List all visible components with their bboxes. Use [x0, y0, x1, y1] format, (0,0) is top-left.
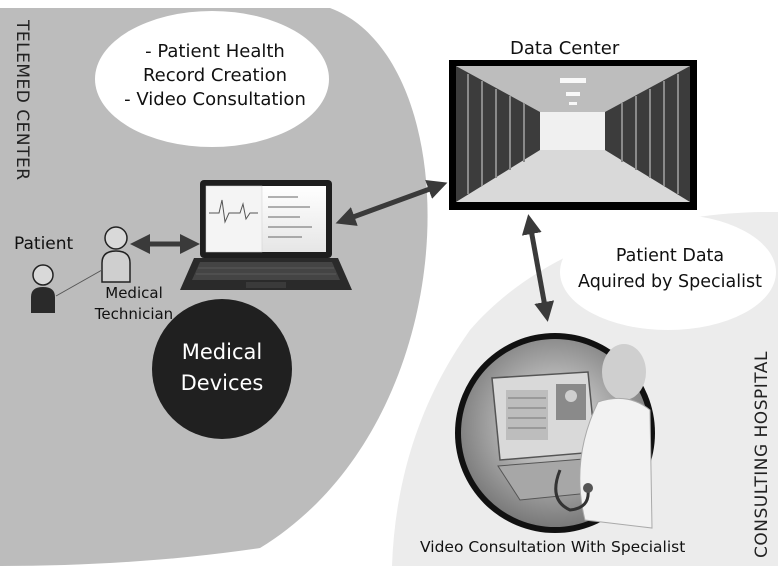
arrow-laptop-datacenter [335, 180, 448, 226]
services-line: - Patient Health [145, 41, 285, 62]
services-line: Record Creation [142, 65, 288, 86]
services-line: - Video Consultation [124, 89, 306, 110]
devices-line: Devices [180, 371, 264, 395]
technician-label: Medical Technician [89, 283, 179, 325]
patient-label: Patient [14, 234, 74, 254]
specialist-line: Patient Data [615, 246, 725, 266]
services-bubble [95, 11, 329, 147]
video-consultation-image [455, 333, 655, 533]
services-text: - Patient Health Record Creation - Video… [100, 40, 330, 112]
laptop-image [180, 180, 352, 290]
video-consultation-caption: Video Consultation With Specialist [420, 538, 686, 556]
technician-line: Technician [94, 305, 174, 323]
devices-line: Medical [181, 340, 263, 364]
technician-figure [101, 226, 131, 283]
specialist-bubble [560, 214, 776, 330]
technician-line: Medical [105, 284, 163, 302]
arrow-datacenter-hospital [521, 214, 555, 322]
data-center-title: Data Center [510, 38, 620, 59]
medical-devices-label: Medical Devices [150, 337, 294, 399]
medical-devices-circle [152, 299, 292, 439]
patient-figure [31, 264, 55, 313]
consulting-hospital-title: CONSULTING HOSPITAL [752, 351, 772, 558]
specialist-line: Aquired by Specialist [578, 272, 762, 292]
specialist-text: Patient Data Aquired by Specialist [560, 243, 778, 295]
data-center-image [449, 60, 697, 210]
telemed-center-title: TELEMED CENTER [12, 20, 32, 181]
